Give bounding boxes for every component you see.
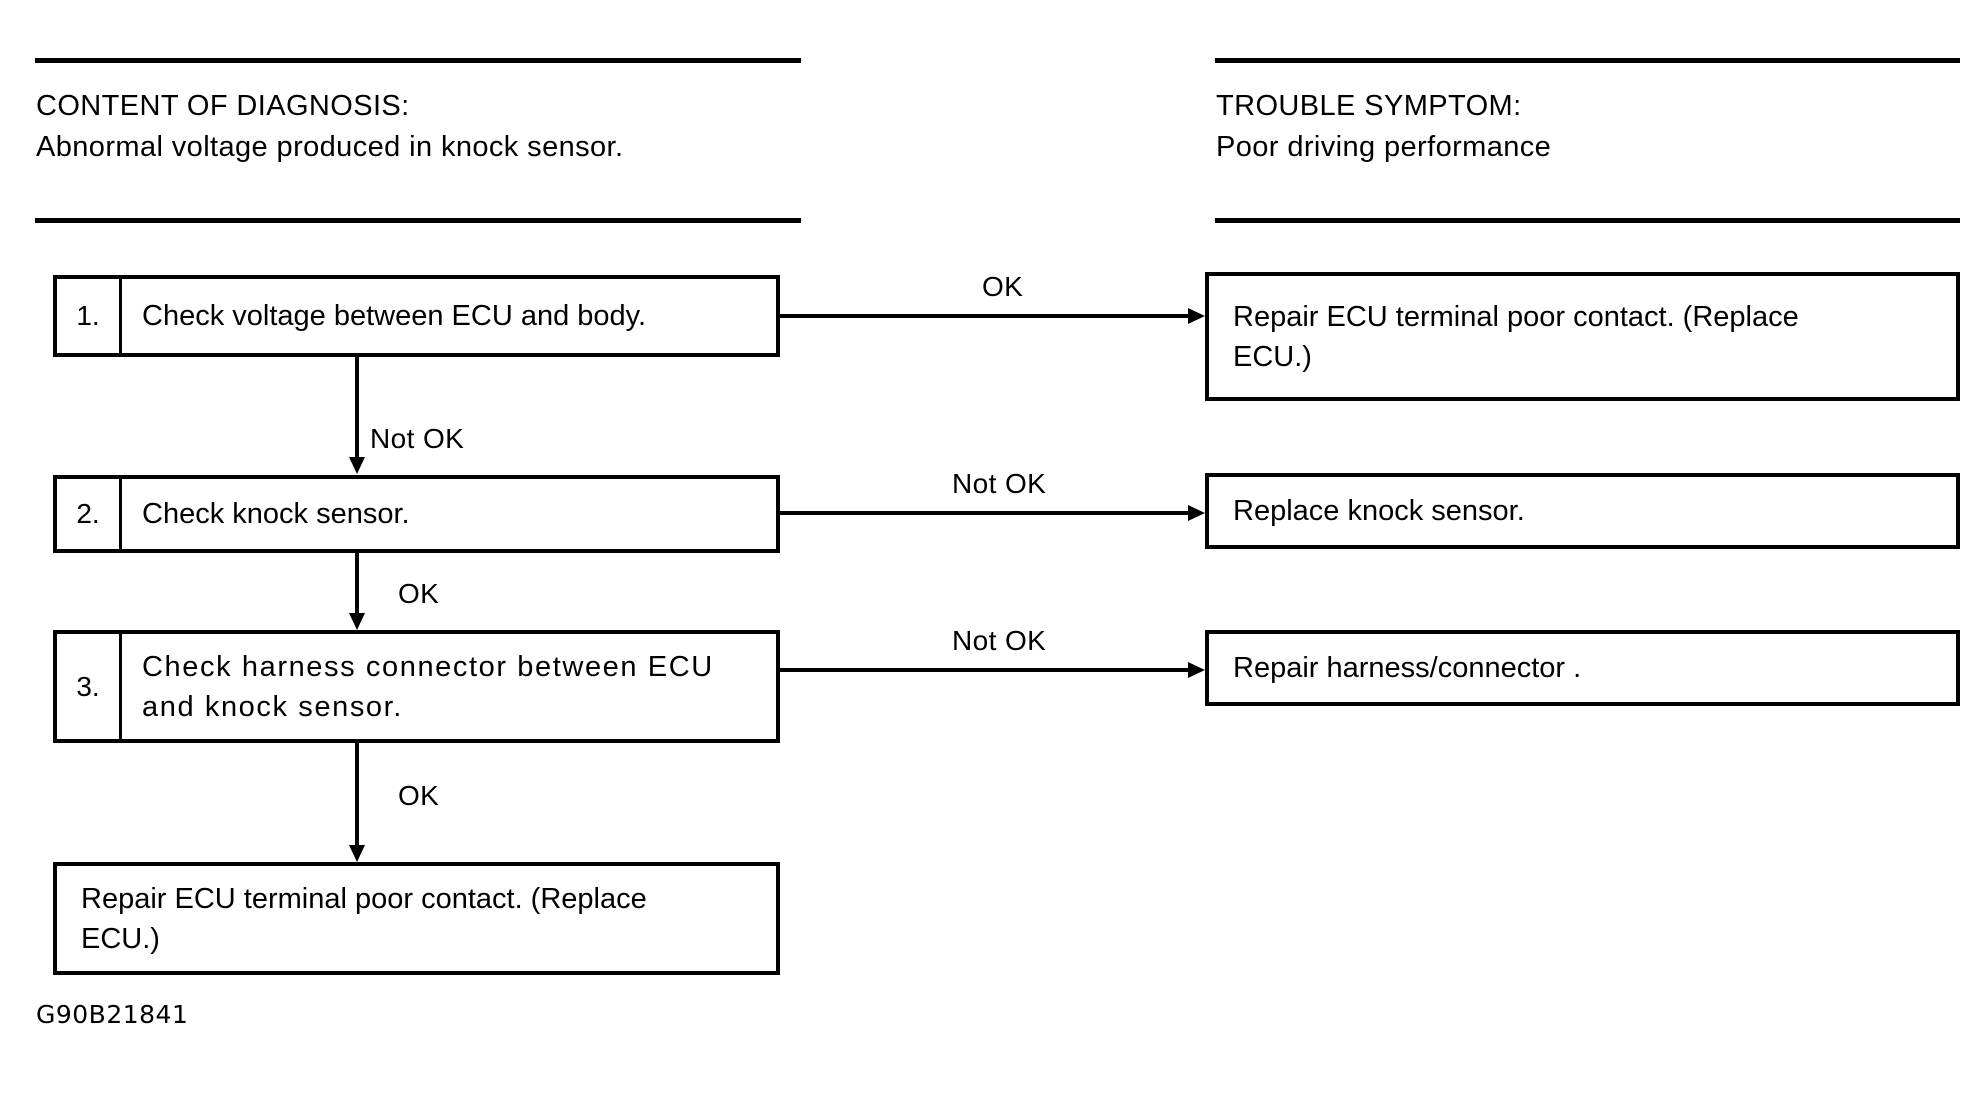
content-of-diagnosis-header: CONTENT OF DIAGNOSIS: Abnormal voltage p… (36, 86, 623, 168)
result-3-text: Repair harness/connector . (1233, 652, 1582, 684)
step-1-number: 1. (57, 279, 122, 353)
branch-arrow-3-icon (1188, 662, 1205, 678)
figure-code: G90B21841 (36, 1000, 189, 1029)
left-header-top-rule (35, 58, 801, 63)
step-3-number: 3. (57, 634, 122, 739)
flow-label-3: OK (398, 780, 440, 811)
branch-label-2: Not OK (952, 468, 1047, 499)
step-3-text-line2: and knock sensor. (142, 690, 403, 723)
trouble-symptom-header: TROUBLE SYMPTOM: Poor driving performanc… (1216, 86, 1551, 168)
branch-label-3: Not OK (952, 625, 1047, 656)
right-header-top-rule (1215, 58, 1960, 63)
flow-line-3 (355, 743, 359, 845)
content-of-diagnosis-title: CONTENT OF DIAGNOSIS: (36, 90, 410, 122)
final-action-text: Repair ECU terminal poor contact. (Repla… (81, 866, 768, 971)
branch-line-3 (780, 668, 1188, 672)
trouble-symptom-title: TROUBLE SYMPTOM: (1216, 90, 1522, 122)
step-3-text: Check harness connector between ECU and … (142, 634, 768, 739)
branch-arrow-2-icon (1188, 505, 1205, 521)
result-box-1[interactable]: Repair ECU terminal poor contact. (Repla… (1205, 272, 1960, 401)
step-1-text: Check voltage between ECU and body. (142, 300, 647, 332)
result-1-line2: ECU.) (1233, 340, 1312, 373)
step-box-1[interactable]: 1. Check voltage between ECU and body. (53, 275, 780, 357)
flow-arrow-2-icon (349, 613, 365, 630)
trouble-symptom-detail: Poor driving performance (1216, 131, 1552, 163)
step-2-text: Check knock sensor. (142, 498, 410, 530)
step-box-2[interactable]: 2. Check knock sensor. (53, 475, 780, 553)
flow-arrow-3-icon (349, 845, 365, 862)
branch-label-1: OK (982, 271, 1024, 302)
result-1-text: Repair ECU terminal poor contact. (Repla… (1233, 276, 1948, 397)
flow-arrow-1-icon (349, 457, 365, 474)
branch-arrow-1-icon (1188, 308, 1205, 324)
flow-line-1 (355, 357, 359, 457)
result-box-3[interactable]: Repair harness/connector . (1205, 630, 1960, 706)
final-action-box[interactable]: Repair ECU terminal poor contact. (Repla… (53, 862, 780, 975)
flow-label-1: Not OK (370, 423, 465, 454)
final-action-line1: Repair ECU terminal poor contact. (Repla… (81, 882, 647, 915)
branch-line-2 (780, 511, 1188, 515)
step-box-3[interactable]: 3. Check harness connector between ECU a… (53, 630, 780, 743)
left-header-bottom-rule (35, 218, 801, 223)
step-2-number: 2. (57, 479, 122, 549)
content-of-diagnosis-detail: Abnormal voltage produced in knock senso… (36, 131, 624, 163)
right-header-bottom-rule (1215, 218, 1960, 223)
step-3-text-line1: Check harness connector between ECU (142, 650, 714, 683)
branch-line-1 (780, 314, 1188, 318)
result-box-2[interactable]: Replace knock sensor. (1205, 473, 1960, 549)
result-2-text: Replace knock sensor. (1233, 495, 1525, 527)
flow-label-2: OK (398, 578, 440, 609)
result-1-line1: Repair ECU terminal poor contact. (Repla… (1233, 300, 1799, 333)
flow-line-2 (355, 553, 359, 613)
final-action-line2: ECU.) (81, 922, 160, 955)
